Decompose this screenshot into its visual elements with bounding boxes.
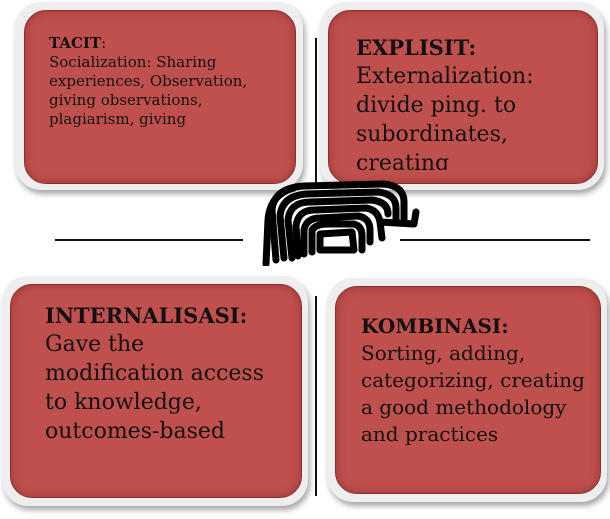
explisit-title: EXPLISIT: (356, 35, 477, 60)
internalisasi-text: INTERNALISASI: Gave the modification acc… (45, 301, 285, 483)
explisit-body: Externalization: divide ping. to subordi… (356, 64, 534, 170)
internalisasi-body: Gave the modification access to knowledg… (45, 332, 264, 444)
tacit-title-colon: : (101, 34, 107, 52)
kombinasi-text: KOMBINASI: Sorting, adding, categorizing… (361, 313, 586, 479)
tacit-card: TACIT: Socialization: Sharing experience… (24, 10, 296, 184)
horizontal-axis-left (55, 239, 243, 241)
vertical-axis-top (315, 38, 317, 186)
explisit-card: EXPLISIT: Externalization: divide ping. … (328, 10, 598, 184)
internalisasi-title: INTERNALISASI: (45, 303, 248, 328)
tacit-text: TACIT: Socialization: Sharing experience… (49, 34, 259, 174)
vertical-axis-bottom (315, 296, 317, 496)
kombinasi-card: KOMBINASI: Sorting, adding, categorizing… (335, 286, 601, 494)
tacit-title: TACIT (49, 34, 102, 52)
kombinasi-body: Sorting, adding, categorizing, creating … (361, 341, 585, 446)
tacit-body: Socialization: Sharing experiences, Obse… (49, 53, 248, 128)
kombinasi-title: KOMBINASI: (361, 314, 509, 338)
scribble-icon (262, 180, 420, 266)
internalisasi-card: INTERNALISASI: Gave the modification acc… (10, 284, 302, 498)
explisit-text: EXPLISIT: Externalization: divide ping. … (356, 33, 576, 170)
horizontal-axis-right (400, 239, 590, 241)
